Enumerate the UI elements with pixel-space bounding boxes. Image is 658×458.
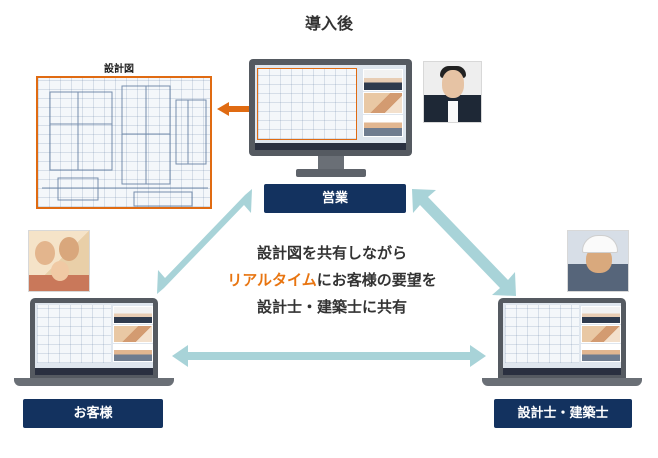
center-message: 設計図を共有しながら リアルタイムにお客様の要望を 設計士・建築士に共有 <box>188 240 476 321</box>
message-line-3: 設計士・建築士に共有 <box>188 294 476 321</box>
message-line-2-rest: にお客様の要望を <box>317 271 437 289</box>
arrow-client-architect-icon <box>172 345 486 367</box>
message-line-2: リアルタイムにお客様の要望を <box>188 267 476 294</box>
message-line-1: 設計図を共有しながら <box>188 240 476 267</box>
message-highlight: リアルタイム <box>227 271 317 289</box>
